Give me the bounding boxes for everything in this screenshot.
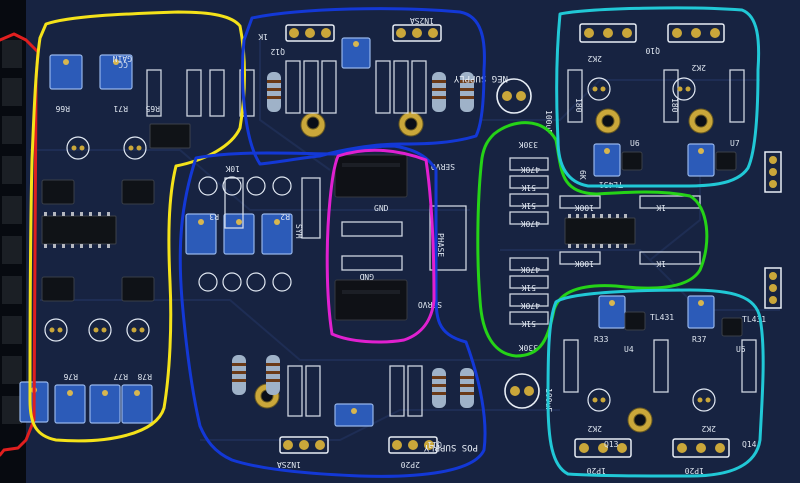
cyan-region-top-outline: [555, 6, 761, 188]
label-cc: CC: [118, 60, 128, 69]
label-u6: U6: [630, 139, 640, 148]
label-gain: GAIN: [113, 54, 132, 63]
annotation-outlines: [0, 6, 765, 478]
label-q-bottom-left: 1N2SA: [277, 460, 301, 469]
label-servo-top: SERVO: [431, 162, 455, 171]
mounting-holes: [254, 108, 714, 433]
label-2k2-tr: 2K2: [691, 63, 706, 72]
label-r71: R71: [113, 104, 128, 113]
label-u4: U4: [624, 345, 634, 354]
blue-region-lower-outline: [178, 144, 487, 478]
label-q-bottom-mid: 2P20: [401, 460, 420, 469]
magenta-region-outline: [325, 148, 436, 344]
ic-pins: [44, 212, 627, 248]
label-r1k-bottom: 1K: [656, 259, 666, 268]
label-r51k-1: 51K: [521, 183, 536, 192]
header-bottom: [279, 436, 730, 458]
cap-pads: [502, 91, 534, 396]
label-r51k-3: 51K: [521, 283, 536, 292]
label-r470k-1: 470K: [521, 165, 540, 174]
label-q-top-right: 1N2SA: [410, 16, 434, 25]
label-sym: SYM: [294, 224, 303, 239]
label-gnd-top: GND: [374, 204, 389, 213]
label-r3: R3: [209, 212, 219, 221]
label-q10: Q10: [645, 46, 660, 55]
label-gnd-bottom: GND: [359, 272, 374, 281]
label-tl431-br: TL431: [742, 315, 766, 324]
label-u7: U7: [730, 139, 740, 148]
label-q12: Q12: [270, 47, 285, 56]
label-r33: R33: [594, 335, 609, 344]
label-q14: Q14: [742, 440, 757, 449]
trimpots: [19, 37, 715, 427]
resistor-bands: [232, 80, 474, 395]
label-r37: R37: [692, 335, 707, 344]
label-r77: R77: [113, 372, 128, 381]
label-q-bottom-r1: 1P20: [587, 466, 606, 475]
label-r66: R66: [55, 104, 70, 113]
label-r180-b: 180: [670, 98, 679, 113]
label-r76: R76: [63, 372, 78, 381]
label-q13: Q13: [604, 440, 619, 449]
label-servo-bottom: SERVO: [418, 300, 442, 309]
label-r1k-top: 1K: [656, 203, 666, 212]
label-phase: PHASE: [436, 233, 445, 257]
label-q-bottom-r2: 1P20: [685, 466, 704, 475]
label-r180-a: 180: [574, 98, 583, 113]
label-r330k-top: 330K: [519, 140, 538, 149]
trimpot-screws: [31, 41, 704, 414]
green-region-outline: [476, 121, 709, 358]
ics: [41, 123, 636, 245]
right-headers: [764, 151, 782, 309]
relays: [334, 154, 408, 321]
label-r10k: 10K: [225, 164, 240, 173]
label-r1k-a: 1K: [258, 32, 268, 41]
label-2k2-tl: 2K2: [587, 54, 602, 63]
label-r470k-4: 470K: [521, 301, 540, 310]
label-2k2-bl: 2K2: [587, 424, 602, 433]
label-u5: U5: [736, 345, 746, 354]
header-top: [285, 23, 725, 43]
left-edge-connectors: [2, 40, 22, 424]
label-r65: R65: [145, 104, 160, 113]
blue-region-top-outline: [241, 7, 486, 166]
label-r51k-4: 51K: [521, 319, 536, 328]
label-r100k-top: 100K: [575, 203, 594, 212]
label-2k2-br: 2K2: [701, 424, 716, 433]
label-neg-supply: NEG SUPPLY: [453, 73, 508, 83]
label-r330k-bottom: 330K: [519, 343, 538, 352]
label-r51k-2: 51K: [521, 201, 536, 210]
label-r78: R78: [137, 372, 152, 381]
label-pos-supply: POS SUPPLY: [423, 442, 478, 452]
red-region-outline: [0, 32, 40, 457]
silkscreen-labels: NEG SUPPLY POS SUPPLY GAIN SERVO SERVO P…: [55, 16, 766, 475]
cyan-region-bottom-outline: [546, 288, 765, 478]
transistors: [41, 151, 743, 337]
yellow-region-outline: [28, 10, 246, 443]
round-footprints: [44, 77, 716, 412]
label-tl431-bl: TL431: [650, 313, 674, 322]
cap-outlines: [496, 78, 540, 409]
label-r470k-3: 470K: [521, 265, 540, 274]
silkscreen-outlines: [146, 60, 757, 417]
label-100uf-top: 100uF: [544, 110, 553, 134]
label-r6k: 6K: [578, 170, 587, 180]
label-r100k-bottom: 100K: [575, 259, 594, 268]
label-r2: R2: [280, 212, 290, 221]
label-q11: Q11: [427, 440, 442, 449]
label-r470k-2: 470K: [521, 219, 540, 228]
pads: [49, 86, 711, 403]
